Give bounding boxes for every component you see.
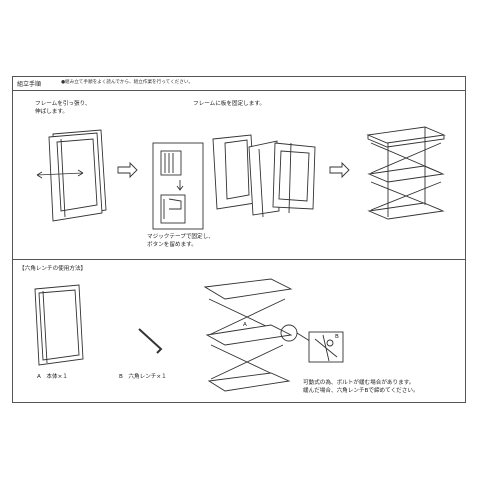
frame-with-boards-illustration xyxy=(212,134,316,218)
part-a-label: A 本体×１ xyxy=(37,374,68,380)
detail-box-illustration xyxy=(152,142,204,230)
step2-text: フレームに板を固定します。 xyxy=(193,101,265,107)
arrow-icon-2 xyxy=(329,161,350,179)
arrow-icon-1 xyxy=(117,161,138,179)
section-divider xyxy=(13,259,465,260)
label-a-marker: A xyxy=(243,322,247,328)
step1-text: フレームを引っ張り、 伸ばします。 xyxy=(35,101,91,115)
assembled-rack-illustration xyxy=(366,126,446,220)
instruction-sheet: 組立手順 ●組み立て手順をよく読んでから、組立作業を行ってください。 フレームを… xyxy=(12,76,466,403)
wrench-note: 可動式の為、ボルトが緩む場合があります。 緩んだ場合、六角レンチBで締めてくださ… xyxy=(303,380,419,394)
rack-detail-illustration xyxy=(203,278,344,392)
part-b-label: B 六角レンチ×１ xyxy=(119,374,167,380)
hex-wrench-icon xyxy=(138,328,163,354)
label-b-marker: B xyxy=(335,334,339,340)
header-note: ●組み立て手順をよく読んでから、組立作業を行ってください。 xyxy=(61,80,194,85)
folded-frame-illustration xyxy=(36,129,107,222)
line-drawings xyxy=(34,126,446,392)
header-bar: 組立手順 ●組み立て手順をよく読んでから、組立作業を行ってください。 xyxy=(13,77,465,91)
body-a-illustration xyxy=(34,284,84,366)
wrench-section-title: 【六角レンチの使用方法】 xyxy=(19,266,87,272)
step2-subtext: マジックテープで固定し、 ボタンを留めます。 xyxy=(147,234,214,248)
header-title: 組立手順 xyxy=(17,81,42,88)
